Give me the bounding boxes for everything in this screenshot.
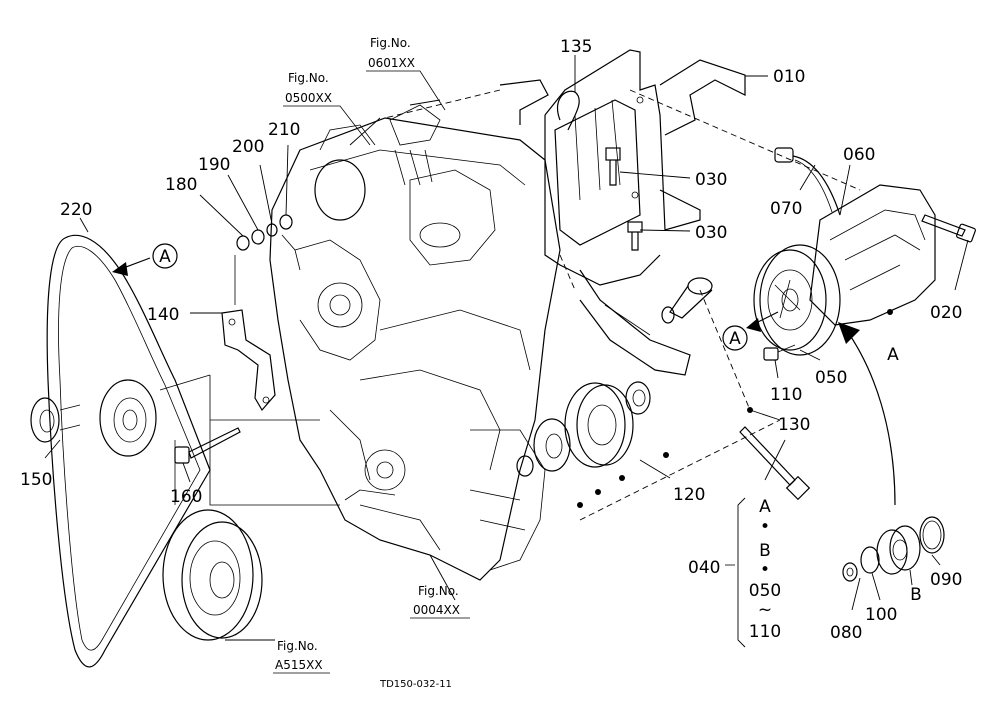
- svg-text:0004XX: 0004XX: [413, 603, 460, 617]
- callout-060: 060: [843, 145, 875, 165]
- svg-text:A: A: [729, 329, 741, 349]
- callout-070: 070: [770, 199, 802, 219]
- group-040-line4: 110: [749, 622, 781, 642]
- svg-text:A: A: [159, 247, 171, 267]
- marker-a-pulley: A: [722, 325, 748, 351]
- callout-040: 040: [688, 558, 720, 578]
- sensor-070: [774, 147, 841, 216]
- svg-text:0601XX: 0601XX: [368, 56, 415, 70]
- group-040-range: A • B • 050 ~ 110: [749, 497, 781, 642]
- bracket-010: [499, 49, 746, 376]
- callout-200: 200: [232, 137, 264, 157]
- group-040-dot2: •: [760, 560, 770, 580]
- figref-a515: Fig.No. A515XX: [273, 639, 330, 674]
- assembly-arrow: [838, 322, 896, 506]
- idler-shaft: [661, 277, 713, 324]
- callout-100: 100: [865, 605, 897, 625]
- callout-160: 160: [170, 487, 202, 507]
- belt-220: [46, 234, 211, 668]
- callout-220: 220: [60, 200, 92, 220]
- figref-0500: Fig.No. 0500XX: [283, 71, 371, 146]
- bolt-130: [739, 426, 811, 501]
- crank-pulley: [162, 509, 263, 641]
- idler-pulley: [99, 379, 157, 457]
- group-040-line1: A: [759, 497, 771, 517]
- svg-text:0500XX: 0500XX: [285, 91, 332, 105]
- stud-030-lower: [627, 221, 643, 251]
- marker-b-bearing: B: [910, 585, 922, 605]
- callout-150: 150: [20, 470, 52, 490]
- callout-110: 110: [770, 385, 802, 405]
- callout-090: 090: [930, 570, 962, 590]
- callout-020: 020: [930, 303, 962, 323]
- reference-dots: [577, 309, 893, 508]
- callout-010: 010: [773, 67, 805, 87]
- group-040-line3: 050: [749, 581, 781, 601]
- svg-text:A515XX: A515XX: [275, 658, 323, 672]
- washers-180-210: [236, 214, 301, 271]
- callout-030a: 030: [695, 170, 727, 190]
- callout-135: 135: [560, 37, 592, 57]
- marker-a-belt: A: [152, 243, 178, 269]
- seal-150: [30, 397, 81, 443]
- callout-030b: 030: [695, 223, 727, 243]
- drawing-id: TD150-032-11: [379, 679, 452, 690]
- svg-text:Fig.No.: Fig.No.: [277, 639, 318, 653]
- callout-190: 190: [198, 155, 230, 175]
- bolt-020: [921, 214, 976, 243]
- marker-a-compressor: A: [887, 345, 899, 365]
- figref-0601: Fig.No. 0601XX: [366, 36, 446, 111]
- callout-120: 120: [673, 485, 705, 505]
- bolt-110: [763, 344, 796, 361]
- callout-140: 140: [147, 305, 179, 325]
- engine-block: [269, 104, 561, 581]
- leader-lines: [44, 55, 969, 648]
- stud-030-upper: [605, 147, 621, 186]
- figref-0004: Fig.No. 0004XX: [410, 584, 470, 619]
- callout-080: 080: [830, 623, 862, 643]
- ac-compressor: [753, 184, 936, 356]
- callout-050: 050: [815, 368, 847, 388]
- bearing-set: [842, 516, 945, 582]
- callout-130: 130: [778, 415, 810, 435]
- idler-assembly: [516, 381, 651, 477]
- part-callouts: 010 020 030 030 040 050 060 070 080 090 …: [20, 37, 962, 643]
- group-040-line2: B: [759, 541, 771, 561]
- group-040-dot1: •: [760, 517, 770, 537]
- clip-135: [556, 90, 580, 131]
- svg-text:Fig.No.: Fig.No.: [288, 71, 329, 85]
- bracket-140: [221, 309, 276, 412]
- callout-210: 210: [268, 120, 300, 140]
- callout-180: 180: [165, 175, 197, 195]
- arrow-a-belt: [112, 257, 151, 276]
- svg-text:Fig.No.: Fig.No.: [370, 36, 411, 50]
- svg-text:Fig.No.: Fig.No.: [418, 584, 459, 598]
- arrow-a-pulley: [746, 311, 779, 332]
- group-040-tilde: ~: [758, 600, 772, 620]
